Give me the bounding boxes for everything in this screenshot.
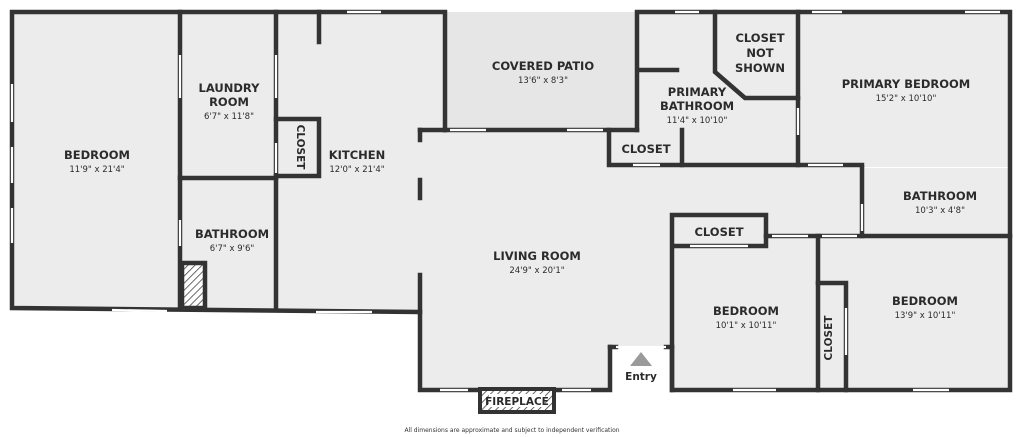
living-room-name: LIVING ROOM xyxy=(493,249,581,263)
bathroom-2-dims: 10'3" x 4'8" xyxy=(915,206,965,216)
closet-not-shown-line1: CLOSET xyxy=(735,31,784,45)
primary-bedroom-dims: 15'2" x 10'10" xyxy=(876,94,937,104)
closet-patio-name: CLOSET xyxy=(621,142,670,156)
fireplace-label: FIREPLACE xyxy=(485,396,549,408)
primary-bathroom-name-line2: BATHROOM xyxy=(660,99,734,113)
living-room-dims: 24'9" x 20'1" xyxy=(509,266,564,276)
bathroom-2-name: BATHROOM xyxy=(903,189,977,203)
covered-patio-name: COVERED PATIO xyxy=(492,59,594,73)
laundry-dims: 6'7" x 11'8" xyxy=(204,112,254,122)
entry-arrow-icon xyxy=(630,352,652,366)
bedroom-2-name: BEDROOM xyxy=(713,304,779,318)
entry-label: Entry xyxy=(625,371,657,383)
closet-not-shown-line3: SHOWN xyxy=(735,61,785,75)
kitchen-dims: 12'0" x 21'4" xyxy=(329,165,384,175)
closet-bedroom-3-name: CLOSET xyxy=(823,315,835,361)
fireplace: FIREPLACE xyxy=(478,387,556,414)
floor-areas xyxy=(12,12,1010,390)
laundry-name-line2: ROOM xyxy=(209,95,249,109)
primary-bedroom-name: PRIMARY BEDROOM xyxy=(842,77,970,91)
closet-kitchen-name: CLOSET xyxy=(294,125,306,171)
windows xyxy=(10,10,1000,392)
disclaimer-text: All dimensions are approximate and subje… xyxy=(404,427,619,434)
bathroom-1-name: BATHROOM xyxy=(195,227,269,241)
bathroom-1-dims: 6'7" x 9'6" xyxy=(210,244,255,254)
closet-not-shown-line2: NOT xyxy=(746,46,773,60)
room-labels: BEDROOM 11'9" x 21'4" LAUNDRY ROOM 6'7" … xyxy=(64,31,977,360)
primary-bathroom-dims: 11'4" x 10'10" xyxy=(667,116,728,126)
bedroom-1-dims: 11'9" x 21'4" xyxy=(69,165,124,175)
bedroom-3-name: BEDROOM xyxy=(892,294,958,308)
kitchen-name: KITCHEN xyxy=(329,148,386,162)
primary-bathroom-name-line1: PRIMARY xyxy=(668,85,727,99)
bedroom-2-dims: 10'1" x 10'11" xyxy=(716,321,777,331)
bedroom-3-dims: 13'9" x 10'11" xyxy=(895,311,956,321)
entry-marker: Entry xyxy=(625,352,657,383)
closet-bedroom-2-name: CLOSET xyxy=(694,225,743,239)
bedroom-1-name: BEDROOM xyxy=(64,148,130,162)
covered-patio-dims: 13'6" x 8'3" xyxy=(518,76,568,86)
laundry-name-line1: LAUNDRY xyxy=(199,81,261,95)
